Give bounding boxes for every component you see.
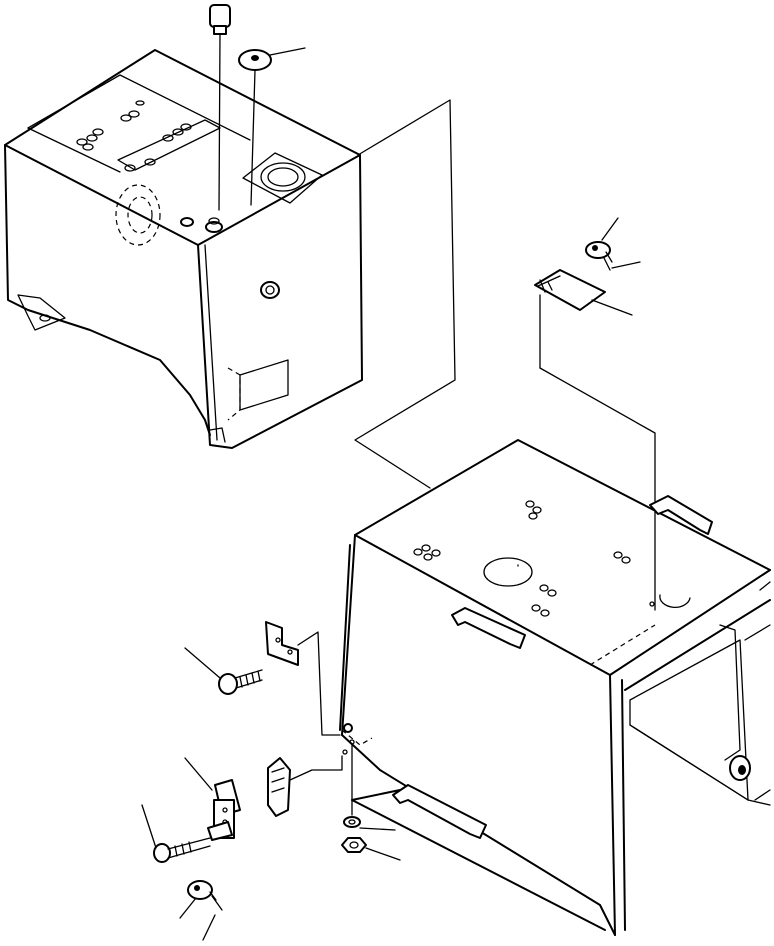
washer-nut (341, 744, 367, 853)
bracket-upper (265, 621, 341, 736)
handle-top-front (451, 607, 526, 649)
lock-parts (534, 241, 656, 611)
bolt-lower (153, 837, 211, 863)
sensor-part (209, 4, 231, 211)
top-holes (76, 100, 192, 172)
latch-part (207, 779, 241, 841)
cap-part (238, 49, 272, 206)
upper-tank (4, 49, 363, 449)
bolt-upper (218, 669, 263, 695)
handle-left (392, 784, 487, 839)
padlock-part (187, 880, 223, 911)
latch-lever (267, 755, 343, 817)
frame-holes (413, 500, 631, 617)
assembly-line-1 (354, 99, 456, 489)
lower-frame (339, 439, 771, 936)
callout-leaders (141, 47, 641, 941)
handle-top-right (649, 495, 713, 535)
